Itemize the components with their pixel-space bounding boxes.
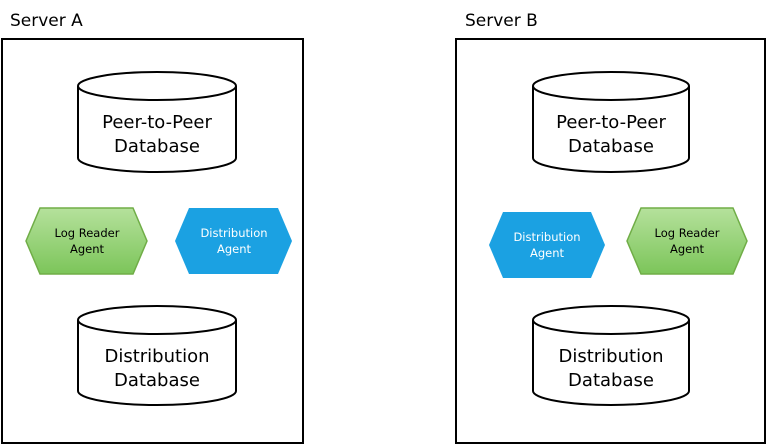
server-a-log-reader-agent: Log Reader Agent	[25, 207, 148, 275]
server-b-label: Server B	[465, 11, 538, 31]
hexagon-shape	[489, 212, 605, 278]
hexagon-shape	[175, 208, 292, 274]
db-label-line1: Peer-to-Peer	[102, 112, 212, 133]
hexagon-shape	[25, 207, 148, 275]
db-label-line2: Database	[114, 136, 200, 157]
agent-label-line2: Agent	[217, 242, 252, 256]
server-b-distribution-database: Distribution Database	[532, 305, 690, 406]
database-cylinder-body	[77, 86, 237, 173]
database-cylinder-body	[532, 320, 690, 406]
database-cylinder-top	[77, 305, 237, 335]
database-cylinder-top	[77, 71, 237, 101]
db-label-line1: Distribution	[558, 346, 663, 367]
server-b-peer-to-peer-database: Peer-to-Peer Database	[532, 71, 690, 173]
server-b-distribution-agent: Distribution Agent	[489, 212, 605, 278]
agent-label-line1: Log Reader	[55, 226, 120, 240]
db-label-line1: Peer-to-Peer	[556, 112, 666, 133]
database-cylinder-body	[532, 86, 690, 173]
server-a-distribution-agent: Distribution Agent	[175, 208, 292, 274]
db-label-line2: Database	[568, 370, 654, 391]
db-label-line2: Database	[568, 136, 654, 157]
db-label-line2: Database	[114, 370, 200, 391]
database-cylinder-top	[532, 305, 690, 335]
agent-label-line2: Agent	[670, 242, 705, 256]
agent-label-line1: Log Reader	[655, 226, 720, 240]
db-label-line1: Distribution	[104, 346, 209, 367]
database-cylinder-body	[77, 320, 237, 406]
agent-label-line2: Agent	[70, 242, 105, 256]
server-a-distribution-database: Distribution Database	[77, 305, 237, 406]
agent-label-line1: Distribution	[513, 230, 580, 244]
server-a-label: Server A	[10, 11, 83, 31]
hexagon-shape	[626, 207, 748, 275]
server-a-peer-to-peer-database: Peer-to-Peer Database	[77, 71, 237, 173]
agent-label-line1: Distribution	[200, 226, 267, 240]
database-cylinder-top	[532, 71, 690, 101]
server-b-log-reader-agent: Log Reader Agent	[626, 207, 748, 275]
agent-label-line2: Agent	[530, 246, 565, 260]
